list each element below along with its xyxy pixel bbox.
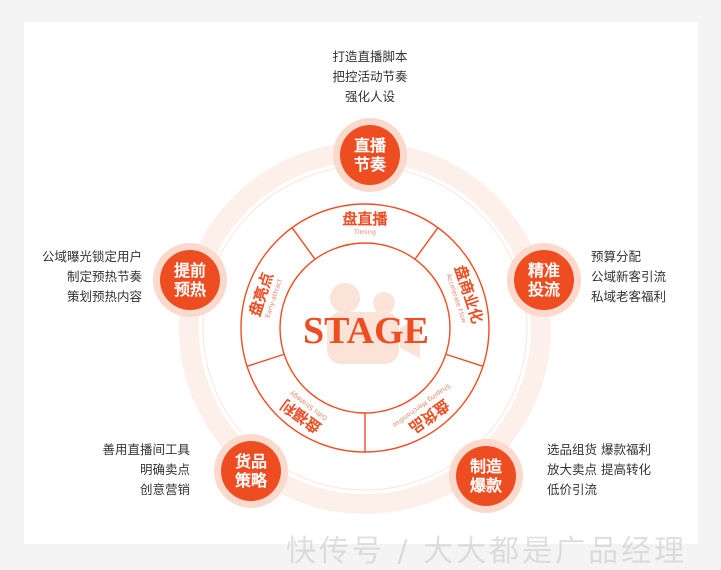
annotation-line: 善用直播间工具 bbox=[102, 442, 190, 457]
annotation-line: 预算分配 bbox=[591, 249, 642, 264]
annotation-goods-strategy: 善用直播间工具 明确卖点 创意营销 bbox=[60, 440, 190, 500]
annotation-line: 明确卖点 bbox=[139, 462, 190, 477]
annotation-line: 公域新客引流 bbox=[591, 269, 667, 284]
annotation-line: 创意营销 bbox=[139, 482, 190, 497]
node-goods-strategy: 货品策略 bbox=[221, 441, 281, 501]
annotation-line: 打造直播脚本 bbox=[332, 49, 408, 64]
annotation-live-rhythm: 打造直播脚本 把控活动节奏 强化人设 bbox=[310, 47, 430, 107]
ring-divider bbox=[445, 353, 484, 367]
center-label: STAGE bbox=[303, 310, 429, 352]
camera-icon bbox=[327, 283, 420, 364]
ring-divider bbox=[414, 227, 439, 260]
annotation-line: 选品组货 爆款福利 bbox=[547, 442, 651, 457]
annotation-line: 放大卖点 提高转化 bbox=[547, 462, 651, 477]
ring-divider bbox=[246, 353, 285, 367]
annotation-hit-products: 选品组货 爆款福利 放大卖点 提高转化 低价引流 bbox=[547, 440, 651, 500]
segment-subtitle: Timing bbox=[353, 228, 376, 236]
node-live-rhythm: 直播节奏 bbox=[340, 125, 400, 185]
ring-dividers bbox=[246, 227, 484, 452]
annotation-line: 强化人设 bbox=[344, 89, 395, 104]
annotation-line: 策划预热内容 bbox=[66, 289, 142, 304]
annotation-line: 私域老客福利 bbox=[591, 289, 667, 304]
annotation-line: 公域曝光锁定用户 bbox=[41, 249, 142, 264]
annotation-line: 低价引流 bbox=[547, 482, 598, 497]
annotation-pre-warmup: 公域曝光锁定用户 制定预热节奏 策划预热内容 bbox=[20, 247, 142, 307]
node-hit-products: 制造爆款 bbox=[456, 446, 516, 506]
node-precise-traffic: 精准投流 bbox=[514, 250, 574, 310]
annotation-line: 制定预热节奏 bbox=[66, 269, 142, 284]
annotation-line: 把控活动节奏 bbox=[332, 69, 408, 84]
annotation-precise-traffic: 预算分配 公域新客引流 私域老客福利 bbox=[591, 247, 666, 307]
ring-divider bbox=[291, 227, 316, 260]
watermark: 快传号 / 大大都是广品经理 bbox=[286, 534, 688, 569]
node-pre-warmup: 提前预热 bbox=[160, 250, 220, 310]
segment-title: 盘直播 bbox=[342, 210, 388, 228]
